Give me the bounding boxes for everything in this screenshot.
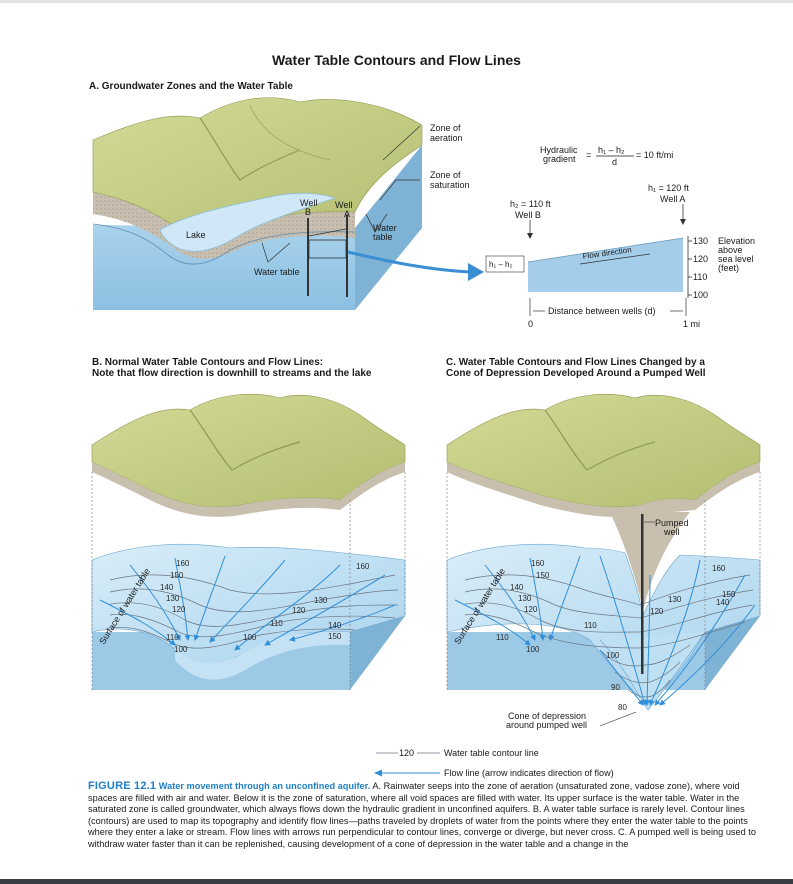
legend-flow-text: Flow line (arrow indicates direction of …	[444, 768, 614, 778]
legend: 120 Water table contour line Flow line (…	[374, 748, 614, 778]
panel-c-contour-160: 160	[531, 559, 545, 568]
legend-contour-text: Water table contour line	[444, 748, 539, 758]
legend-contour-value: 120	[399, 748, 414, 758]
panel-c-contour-110: 110	[584, 621, 597, 630]
panel-b-contour-120: 120	[172, 605, 186, 614]
panel-c-contour-100-mid: 100	[606, 651, 620, 660]
panel-b-contour-110-mid: 110	[270, 619, 283, 628]
panel-c-contour-160-right: 160	[712, 564, 726, 573]
panel-c-contour-90: 90	[611, 683, 620, 692]
panel-c-contour-120: 120	[524, 605, 538, 614]
panel-b-contour-140-right: 140	[328, 621, 342, 630]
panel-c-contour-110-left: 110	[496, 633, 509, 642]
figure-caption: FIGURE 12.1 Water movement through an un…	[88, 781, 770, 851]
panel-c-contour-80: 80	[618, 703, 627, 712]
panel-b-contour-130-mid: 130	[314, 596, 328, 605]
panel-b-contour-140: 140	[160, 583, 174, 592]
panel-c-contour-130-mid: 130	[668, 595, 682, 604]
panel-c-contour-140: 140	[510, 583, 524, 592]
panel-b-contour-130: 130	[166, 594, 180, 603]
panel-b-contour-150: 150	[170, 571, 184, 580]
bottom-strip	[0, 879, 793, 884]
figure-title: Water movement through an unconfined aqu…	[159, 781, 371, 791]
panel-c-water-block	[447, 514, 760, 710]
panel-b-contour-160: 160	[176, 559, 190, 568]
panel-b-contour-150-right: 150	[328, 632, 342, 641]
panel-c-contour-140-right: 140	[716, 598, 730, 607]
panel-b-contour-120-mid: 120	[292, 606, 306, 615]
panel-b-land-surface	[92, 394, 405, 517]
panel-b-contour-110: 110	[166, 633, 179, 642]
panel-c-contour-150: 150	[536, 571, 550, 580]
panel-c-contour-130: 130	[518, 594, 532, 603]
panel-b-contour-160-right: 160	[356, 562, 370, 571]
panel-c-contour-100: 100	[526, 645, 540, 654]
panel-b-contour-100: 100	[174, 645, 188, 654]
caption-body: A. Rainwater seeps into the zone of aera…	[88, 781, 756, 849]
panel-c-contour-120-mid: 120	[650, 607, 664, 616]
figure-label: FIGURE 12.1	[88, 780, 156, 792]
panel-b-contour-100-mid: 100	[243, 633, 257, 642]
